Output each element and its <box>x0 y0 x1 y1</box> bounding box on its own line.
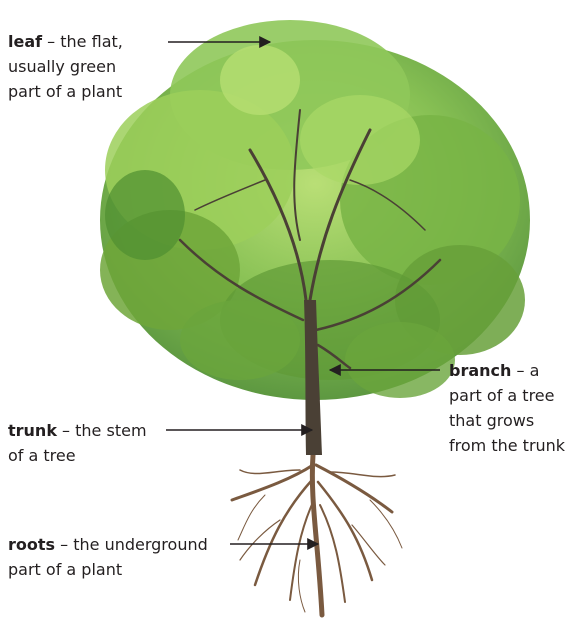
branch-definition-line3: that grows <box>449 408 565 433</box>
leaf-label: leaf – the flat, usually green part of a… <box>8 29 123 104</box>
leaf-definition-line1: – the flat, <box>42 32 123 51</box>
trunk-definition-line1: – the stem <box>57 421 147 440</box>
trunk-term: trunk <box>8 421 57 440</box>
roots-label: roots – the underground part of a plant <box>8 532 208 582</box>
roots-shape <box>232 455 402 615</box>
branch-definition-line1: – a <box>511 361 539 380</box>
branch-term: branch <box>449 361 511 380</box>
branch-label: branch – a part of a tree that grows fro… <box>449 358 565 458</box>
roots-term: roots <box>8 535 55 554</box>
roots-definition-line2: part of a plant <box>8 557 208 582</box>
branch-definition-line4: from the trunk <box>449 433 565 458</box>
leaf-definition-line3: part of a plant <box>8 79 123 104</box>
roots-definition-line1: – the underground <box>55 535 208 554</box>
leaf-term: leaf <box>8 32 42 51</box>
trunk-label: trunk – the stem of a tree <box>8 418 147 468</box>
leaf-definition-line2: usually green <box>8 54 123 79</box>
trunk-definition-line2: of a tree <box>8 443 147 468</box>
branch-definition-line2: part of a tree <box>449 383 565 408</box>
